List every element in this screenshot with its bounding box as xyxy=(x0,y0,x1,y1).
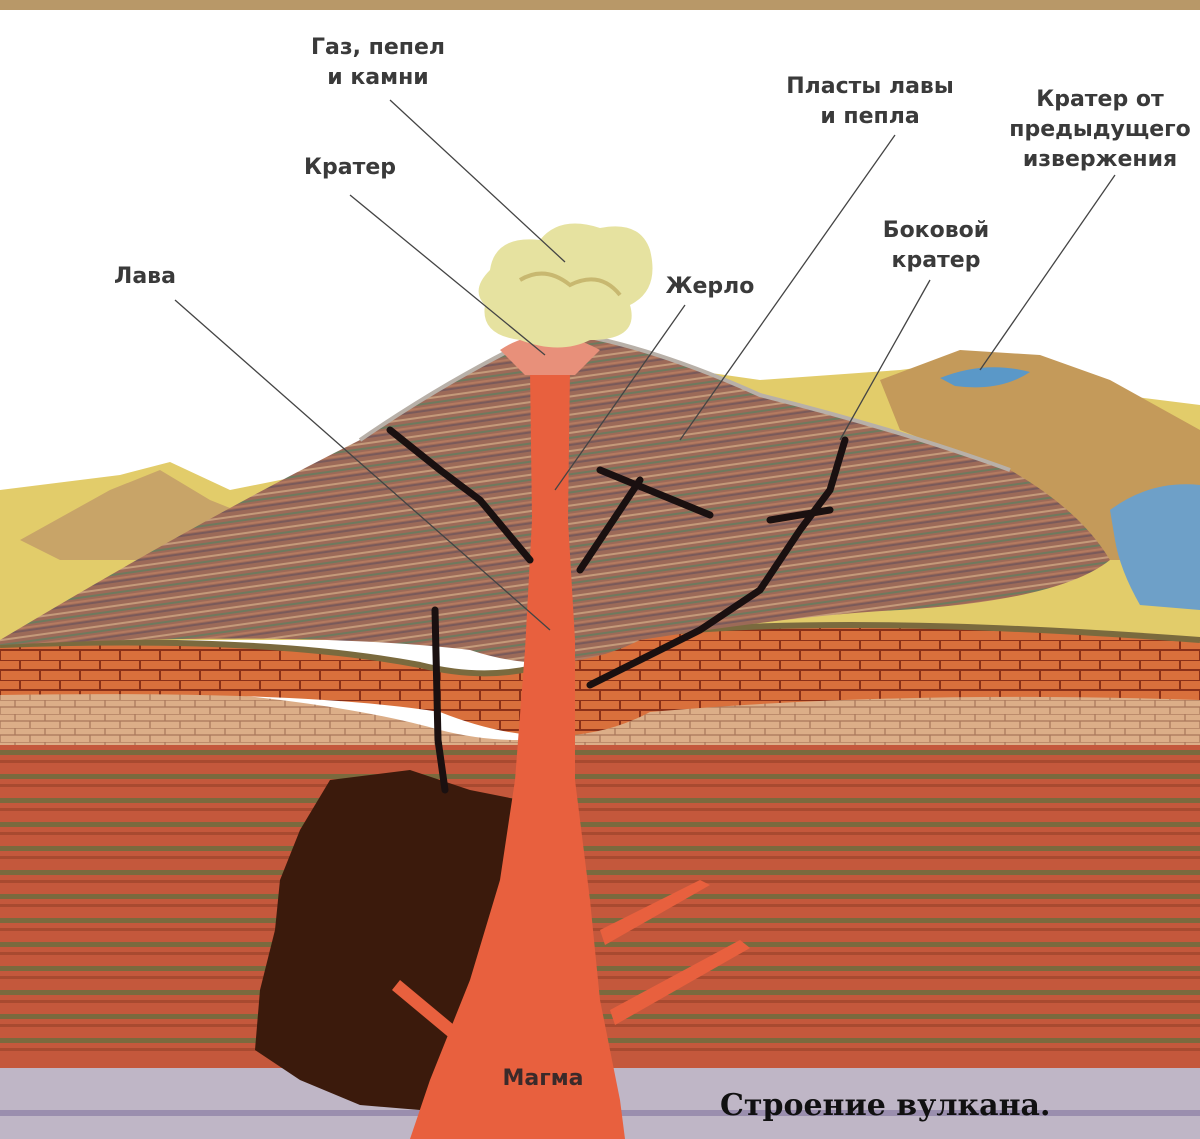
label-vent: Жерло xyxy=(660,272,760,302)
label-previous-crater: Кратер от предыдущего извержения xyxy=(1000,85,1200,175)
label-magma: Магма xyxy=(488,1064,598,1094)
label-line: и камни xyxy=(298,63,458,93)
label-gas-ash-stones: Газ, пепел и камни xyxy=(298,33,458,93)
label-line: и пепла xyxy=(770,102,970,132)
label-crater: Кратер xyxy=(290,153,410,183)
label-line: Газ, пепел xyxy=(298,33,458,63)
label-lava: Лава xyxy=(100,262,190,292)
label-line: Кратер от xyxy=(1000,85,1200,115)
smoke-cloud xyxy=(479,224,653,348)
diagram-caption: Строение вулкана. xyxy=(720,1088,1050,1123)
label-line: кратер xyxy=(866,246,1006,276)
label-lava-ash-layers: Пласты лавы и пепла xyxy=(770,72,970,132)
label-line: извержения xyxy=(1000,145,1200,175)
label-line: Боковой xyxy=(866,216,1006,246)
label-side-crater: Боковой кратер xyxy=(866,216,1006,276)
label-line: предыдущего xyxy=(1000,115,1200,145)
label-line: Пласты лавы xyxy=(770,72,970,102)
